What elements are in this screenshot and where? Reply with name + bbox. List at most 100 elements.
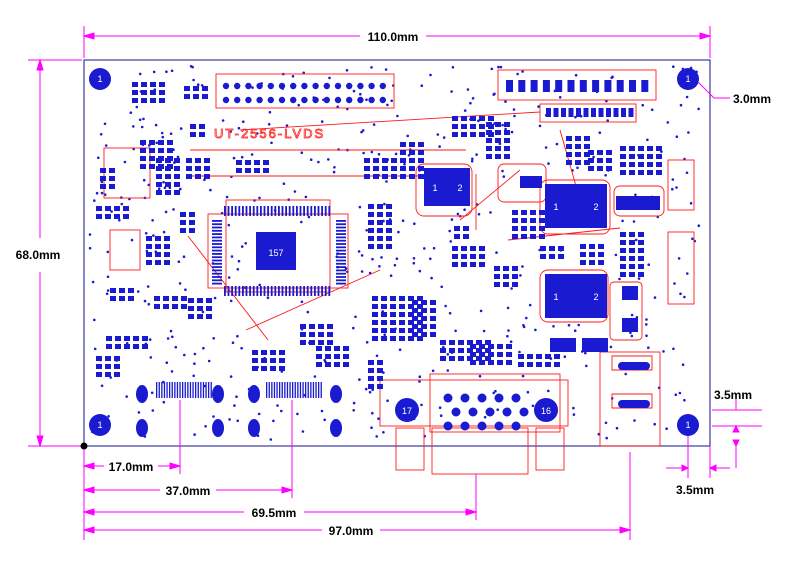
smd-pad (149, 140, 155, 145)
qfp-pin (281, 286, 284, 296)
smd-pad (377, 368, 383, 373)
smd-pad (580, 244, 586, 249)
smd-pad (343, 346, 349, 351)
header-pin (222, 82, 230, 90)
qfp-pin (306, 206, 309, 216)
qfp-pin (299, 286, 302, 296)
vga-pin (519, 407, 529, 417)
via (176, 155, 180, 159)
fpc-pin (200, 382, 202, 398)
smd-pad (309, 324, 315, 329)
smd-pad (391, 166, 397, 171)
header-pin (583, 108, 589, 117)
via (135, 105, 139, 109)
vga-pin (494, 393, 504, 403)
qfp-pin (212, 243, 222, 245)
qfp-pin (328, 286, 331, 296)
smd-pad (197, 306, 203, 311)
via (671, 187, 674, 191)
via (547, 389, 550, 393)
via (169, 329, 173, 333)
header-pin (301, 82, 308, 90)
qfp-pin (212, 223, 222, 226)
via (686, 272, 689, 275)
smd-pad (190, 124, 196, 129)
smd-pad (497, 352, 503, 357)
via (336, 105, 340, 109)
smd-pad (530, 226, 536, 231)
smd-pad (598, 252, 604, 257)
via (645, 323, 648, 326)
smd-pad (554, 354, 560, 359)
smd-pad (421, 308, 427, 313)
smd-pad (96, 206, 102, 211)
smd-pad (150, 90, 156, 95)
fpc-pin (161, 382, 163, 398)
smd-pad (377, 228, 383, 233)
via (572, 406, 575, 410)
smd-pad (470, 246, 476, 251)
fpc-pin (305, 382, 307, 398)
smd-pad (485, 356, 491, 361)
via (677, 257, 681, 260)
fpc-pin (268, 382, 270, 398)
smd-pad (372, 320, 378, 325)
vga-pin (460, 421, 470, 431)
smd-pad (495, 138, 501, 143)
via (641, 103, 644, 107)
smd-pad (165, 158, 171, 163)
via (291, 75, 295, 78)
smd-pad (452, 262, 458, 267)
qfp-pin (336, 262, 346, 265)
via (528, 303, 532, 307)
smd-pad (479, 132, 485, 137)
qfp-pin (260, 206, 262, 216)
via (512, 108, 516, 111)
via (522, 324, 525, 327)
smd-pad (527, 354, 533, 359)
smd-pad (485, 348, 491, 353)
via (268, 110, 272, 114)
smd-pad (316, 362, 322, 367)
mounting-hole-tl (89, 68, 111, 90)
via (504, 100, 507, 103)
smd-pad (146, 236, 152, 241)
header-pin (555, 80, 563, 92)
via (144, 232, 148, 235)
via (352, 401, 356, 405)
smd-pad (368, 212, 374, 217)
via (345, 69, 349, 72)
smd-pad (638, 240, 644, 245)
via (88, 233, 92, 236)
via (280, 409, 283, 413)
smd-pad (449, 340, 455, 345)
via (304, 195, 308, 199)
qfp-pin (303, 286, 305, 296)
via (165, 70, 168, 73)
qfp-pin (336, 223, 346, 226)
smd-pad (440, 340, 446, 345)
via (393, 263, 397, 267)
smd-pad (620, 170, 626, 175)
smd-pad (140, 148, 146, 153)
smd-pad (470, 360, 476, 365)
via (202, 346, 205, 350)
header-pin (334, 96, 342, 104)
smd-pad (430, 308, 436, 313)
qfp-pin (212, 226, 222, 229)
via (469, 101, 472, 105)
via (320, 120, 324, 123)
smd-pad (400, 174, 406, 179)
diode (136, 385, 148, 403)
fpc-pin (187, 382, 189, 398)
fpc-pin (299, 382, 302, 398)
via (307, 215, 311, 219)
qfp-pin (321, 286, 323, 296)
via (204, 425, 207, 428)
fpc-pin (169, 382, 171, 398)
smd-pad (368, 376, 374, 381)
dim-hole-bottom-label: 3.5mm (714, 388, 752, 402)
via (232, 156, 236, 160)
fpc-pin (276, 382, 278, 398)
smd-pad (597, 150, 603, 155)
